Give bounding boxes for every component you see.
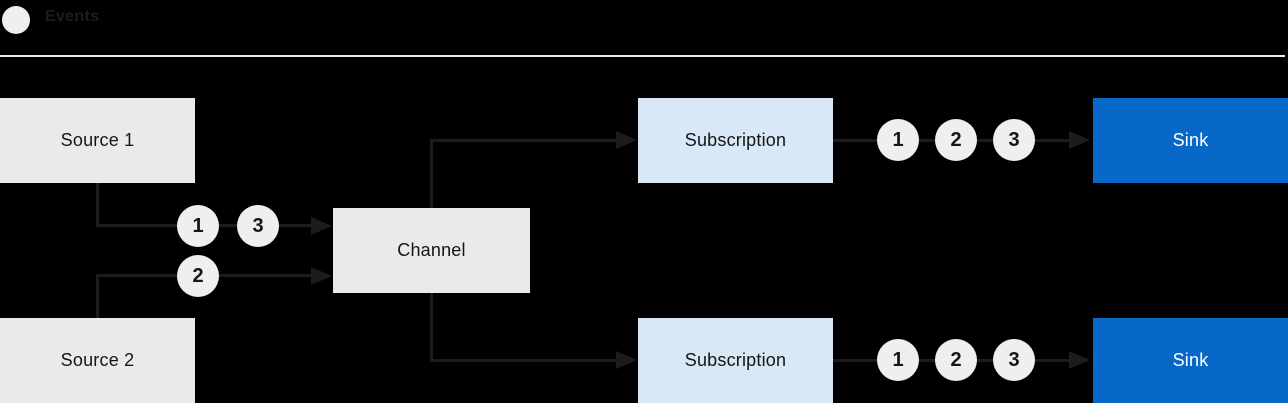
node-source-1: Source 1: [0, 98, 195, 183]
node-source-2: Source 2: [0, 318, 195, 403]
node-sink-bottom: Sink: [1093, 318, 1288, 403]
node-subscription-bottom: Subscription: [638, 318, 833, 403]
event-badge: 1: [177, 205, 219, 247]
node-subscription-top: Subscription: [638, 98, 833, 183]
event-badge: 3: [237, 205, 279, 247]
arrowhead-subscription-bottom-to-sink: [1069, 351, 1090, 369]
node-sink-top: Sink: [1093, 98, 1288, 183]
node-channel: Channel: [333, 208, 530, 293]
connector-channel-to-subscription-bottom: [430, 359, 618, 362]
node-subscription-top-label: Subscription: [684, 130, 787, 150]
node-channel-label: Channel: [397, 240, 466, 260]
node-sink-bottom-label: Sink: [1172, 350, 1209, 370]
node-source-2-label: Source 2: [60, 350, 135, 370]
divider: [0, 55, 1285, 57]
event-badge: 1: [877, 339, 919, 381]
node-subscription-bottom-label: Subscription: [684, 350, 787, 370]
events-legend-circle-icon: [2, 6, 30, 34]
arrowhead-channel-to-subscription-bottom: [616, 351, 637, 369]
legend-label: Events: [45, 8, 100, 25]
event-badge: 3: [993, 119, 1035, 161]
arrowhead-channel-to-subscription-top: [616, 131, 637, 149]
event-badge: 2: [935, 339, 977, 381]
connector-channel-up-vertical: [430, 139, 433, 210]
arrowhead-subscription-top-to-sink: [1069, 131, 1090, 149]
node-source-1-label: Source 1: [60, 130, 135, 150]
event-badge: 2: [935, 119, 977, 161]
event-badge: 3: [993, 339, 1035, 381]
connector-channel-to-subscription-top: [430, 139, 618, 142]
connector-channel-down-vertical: [430, 292, 433, 362]
arrowhead-source1-to-channel: [311, 217, 332, 235]
node-sink-top-label: Sink: [1172, 130, 1209, 150]
connector-source2-vertical: [96, 274, 99, 318]
arrowhead-source2-to-channel: [311, 267, 332, 285]
connector-source1-vertical: [96, 183, 99, 227]
event-badge: 1: [877, 119, 919, 161]
event-badge: 2: [177, 255, 219, 297]
